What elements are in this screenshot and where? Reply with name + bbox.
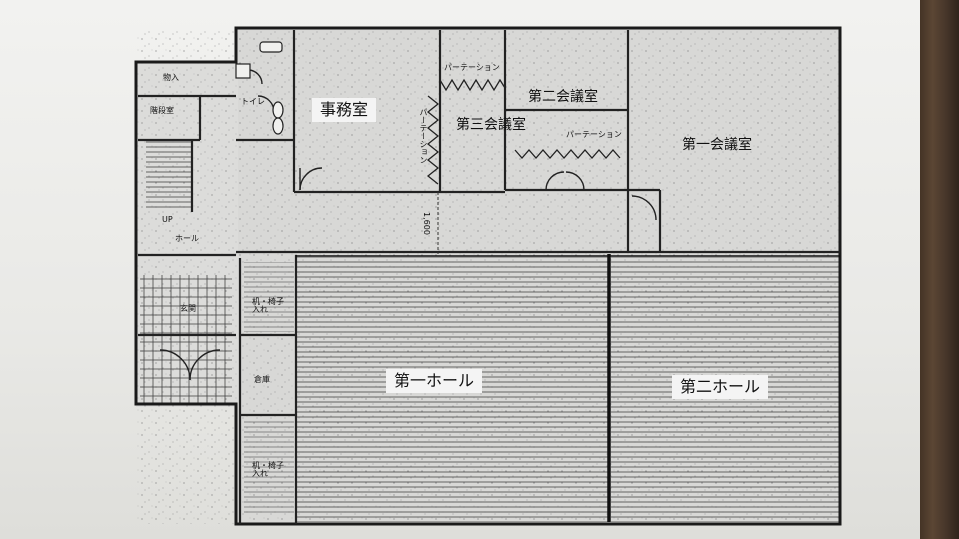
dimension-label: 1,600 — [422, 212, 431, 235]
room-label-warehouse: 倉庫 — [254, 375, 270, 384]
room-label-toilet: トイレ — [241, 97, 265, 106]
room-label-hall1: 第一ホール — [386, 369, 483, 393]
partitions — [426, 78, 621, 185]
room-label-meeting1: 第一会議室 — [682, 137, 752, 153]
interior-walls — [138, 30, 840, 524]
partition-label-top: パーテーション — [444, 63, 500, 72]
room-label-storage-a: 机・椅子入れ — [252, 297, 284, 314]
partition-label-vertical: パーテーション — [419, 108, 428, 164]
outer-walls — [134, 26, 842, 526]
wooden-table-edge — [915, 0, 959, 539]
room-label-office: 事務室 — [312, 98, 377, 122]
room-label-hall2: 第二ホール — [672, 375, 769, 399]
room-label-meeting3: 第三会議室 — [456, 117, 526, 133]
toilet-fixtures — [235, 41, 284, 135]
partition-label-right: パーテーション — [566, 130, 622, 139]
entrance-tiles — [140, 275, 232, 405]
room-label-meeting2: 第二会議室 — [528, 89, 598, 105]
staircase — [146, 140, 192, 210]
room-label-hall-corridor: ホール — [175, 234, 199, 243]
storage-b-floor — [244, 420, 294, 515]
room-label-stairs-room: 階段室 — [150, 106, 174, 115]
room-label-storage-b: 机・椅子入れ — [252, 461, 284, 478]
door-swings — [159, 69, 657, 381]
room-label-storage: 物入 — [163, 73, 179, 82]
storage-a-floor — [244, 262, 294, 332]
room-label-entrance: 玄関 — [180, 304, 196, 313]
label-up: UP — [162, 215, 173, 224]
